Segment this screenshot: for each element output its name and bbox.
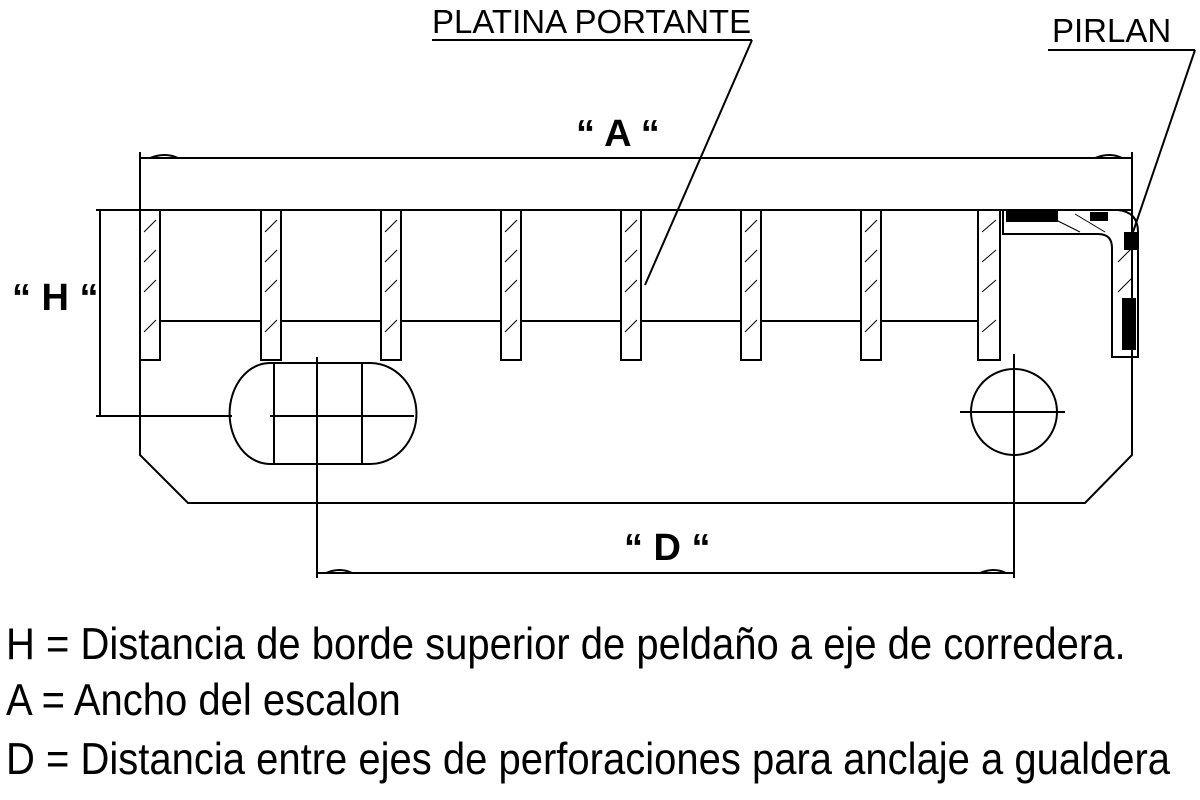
dimension-a xyxy=(139,152,1133,210)
pirlan-label: PIRLAN xyxy=(1052,12,1171,49)
bearing-bar xyxy=(860,209,882,361)
bearing-bar xyxy=(139,209,161,361)
bearing-bars xyxy=(139,209,1001,361)
bearing-bar xyxy=(740,209,762,361)
round-hole xyxy=(960,354,1065,578)
nosing-profile xyxy=(1002,209,1139,358)
bearing-bar xyxy=(977,209,1001,361)
dimension-h-label: “ H “ xyxy=(12,277,99,319)
dimension-h xyxy=(96,209,232,417)
slotted-hole xyxy=(228,357,418,578)
legend-d: D = Distancia entre ejes de perforacione… xyxy=(6,734,1171,785)
bearing-bar xyxy=(380,209,402,361)
dimension-d xyxy=(317,569,1014,574)
nosing-solid-marks xyxy=(1006,211,1138,350)
dimension-d-label: “ D “ xyxy=(624,527,711,569)
bearing-bar xyxy=(260,209,282,361)
pirlan-leader xyxy=(1048,49,1196,236)
bearing-bar xyxy=(500,209,522,361)
dimension-a-label: “ A “ xyxy=(576,113,660,155)
legend-h: H = Distancia de borde superior de pelda… xyxy=(6,619,1126,670)
bearing-bar xyxy=(620,209,642,361)
platina-portante-leader xyxy=(432,39,753,286)
platina-portante-label: PLATINA PORTANTE xyxy=(432,3,751,40)
legend-a: A = Ancho del escalon xyxy=(6,675,401,726)
